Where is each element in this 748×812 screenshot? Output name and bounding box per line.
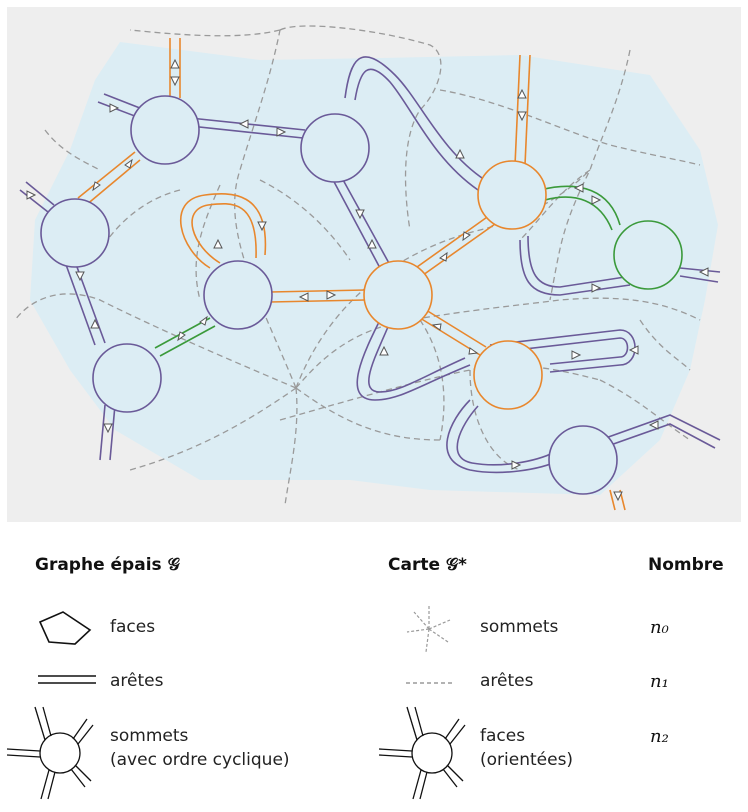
header-count: Nombre (648, 555, 724, 575)
pentagon-face-icon (38, 611, 92, 645)
faces-label: faces (110, 617, 156, 637)
ribbon-graph-diagram (7, 7, 741, 522)
count-n0: n₀ (650, 617, 669, 638)
count-n2: n₂ (650, 726, 669, 747)
header-map: Carte 𝒢* (388, 555, 467, 575)
edges-label: arêtes (110, 671, 164, 691)
count-n1: n₁ (650, 671, 669, 692)
dashed-star-vertex-icon (406, 606, 451, 653)
map-faces-label-detail: (orientées) (480, 750, 574, 770)
surface-region (30, 42, 718, 495)
dashed-edge-icon (406, 682, 454, 684)
map-vertices-label: sommets (480, 617, 559, 637)
map-edges-label: arêtes (480, 671, 534, 691)
header-thick-graph: Graphe épais 𝒢 (35, 555, 180, 575)
ribbon-edges-orange (77, 38, 626, 511)
vertices (40, 95, 683, 495)
vertices-label: sommets (110, 726, 189, 746)
orientation-arrows (26, 58, 709, 502)
vertices-label-detail: (avec ordre cyclique) (110, 750, 290, 770)
ribbon-graph-svg (14, 25, 721, 511)
map-faces-label: faces (480, 726, 526, 746)
vertex-with-arrows-icon (6, 706, 94, 800)
double-line-edge-icon (38, 675, 96, 684)
oriented-face-icon (378, 706, 466, 800)
